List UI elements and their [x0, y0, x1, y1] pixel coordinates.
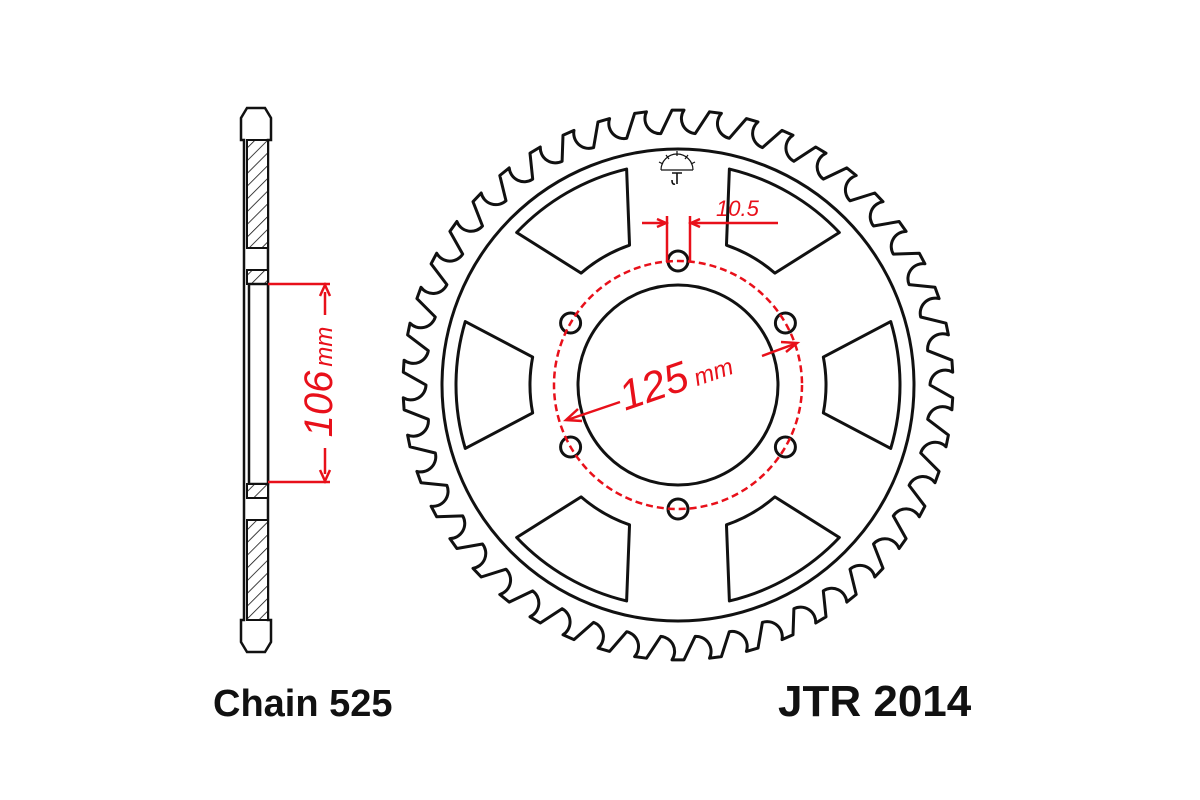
lightening-window — [515, 167, 632, 275]
bolt-hole-dimension — [642, 216, 778, 262]
profile-hatch-top — [246, 139, 269, 249]
center-bore — [576, 283, 780, 487]
jt-logo-icon — [658, 151, 696, 185]
bolt-hole — [773, 311, 797, 335]
profile-hatch-upper-hub — [246, 269, 269, 285]
offset-dimension-label: 106mm — [297, 327, 341, 438]
lightening-window — [515, 495, 632, 603]
part-number-caption: JTR 2014 — [778, 677, 972, 726]
offset-dimension — [268, 281, 332, 485]
lightening-window — [821, 320, 902, 450]
profile-hub — [247, 282, 270, 486]
lightening-window — [724, 167, 841, 275]
pcd-dimension-line — [562, 340, 801, 423]
bolt-hole — [773, 435, 797, 459]
sprocket-front-view — [401, 108, 955, 662]
lightening-windows — [454, 167, 902, 603]
side-profile-view — [239, 106, 332, 654]
lightening-window — [724, 495, 841, 603]
lightening-window — [454, 320, 535, 450]
profile-hatch-lower-hub — [246, 483, 269, 499]
sprocket-inner-rim — [440, 147, 916, 623]
pcd-circle — [552, 259, 804, 511]
profile-hatch-bottom — [246, 519, 269, 621]
bolt-hole-dimension-label: 10.5 — [716, 196, 760, 221]
chain-caption: Chain 525 — [213, 683, 393, 725]
